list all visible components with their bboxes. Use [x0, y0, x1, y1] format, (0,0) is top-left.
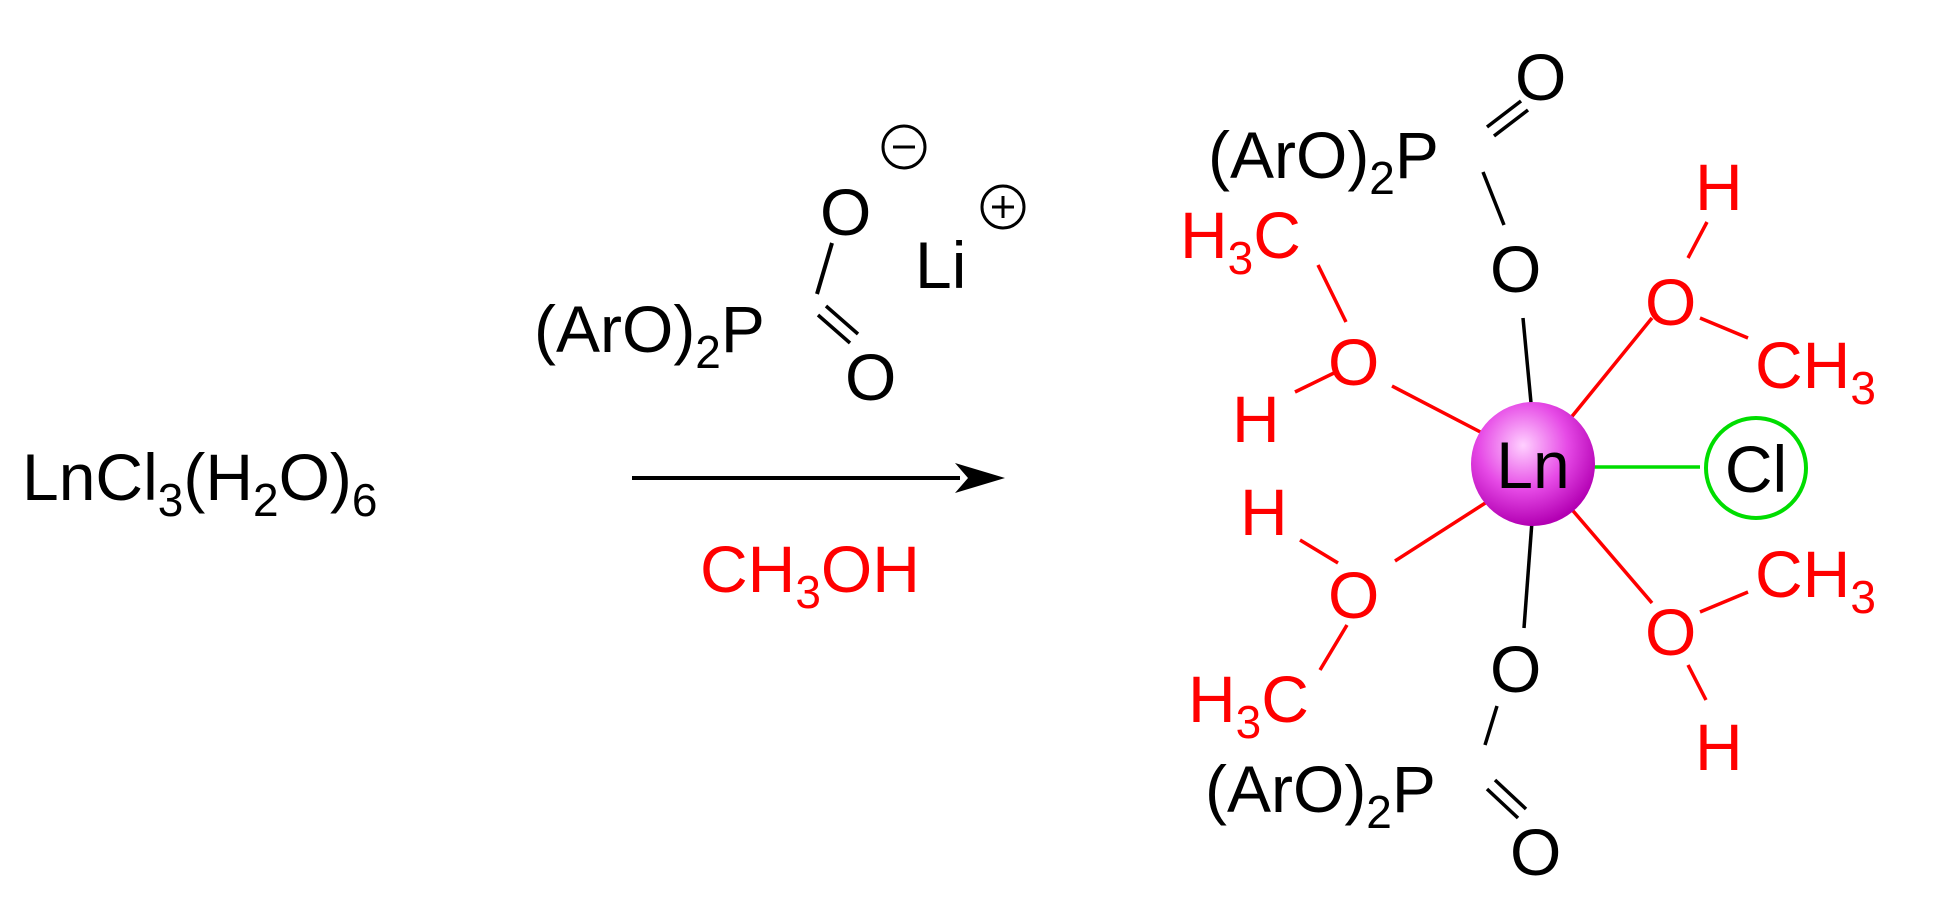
- upper-left-c-o-bond: [1316, 264, 1348, 323]
- lower-right-oxygen: O: [1645, 595, 1696, 669]
- upper-right-hydrogen: H: [1695, 150, 1743, 224]
- reaction-arrow: [632, 463, 1005, 493]
- reagent-ester-label: (ArO)2P: [534, 292, 765, 378]
- metal-center-sphere: [1471, 402, 1595, 526]
- positive-charge-icon: [980, 184, 1026, 230]
- bottom-p-o-double-bond-2: [1493, 778, 1528, 811]
- top-phosphate-label: (ArO)2P: [1208, 118, 1439, 204]
- metal-label: Ln: [1496, 428, 1569, 502]
- upper-left-o-h-bond: [1294, 371, 1335, 394]
- reactant-formula: LnCl3(H2O)6: [22, 440, 378, 526]
- lower-right-o-h-bond: [1686, 664, 1708, 701]
- top-p-o-double-bond-1: [1485, 99, 1523, 129]
- lower-left-hydrogen: H: [1240, 475, 1288, 549]
- upper-left-hydrogen: H: [1232, 382, 1280, 456]
- bond-ln-o-lower-left: [1394, 498, 1491, 563]
- lower-left-methyl: H3C: [1188, 662, 1309, 748]
- reagent-o-double: O: [845, 340, 896, 414]
- upper-right-oxygen: O: [1645, 265, 1696, 339]
- top-phosphate-o-double: O: [1515, 40, 1566, 114]
- lower-right-o-c-bond: [1699, 590, 1749, 614]
- chloride-ring: [1704, 416, 1808, 520]
- lower-left-o-c-bond: [1318, 624, 1349, 671]
- bottom-p-o-double-bond-1: [1485, 787, 1520, 820]
- bottom-phosphate-label: (ArO)2P: [1205, 752, 1436, 838]
- bond-ln-o-lower-right: [1566, 503, 1654, 605]
- bottom-phosphate-o-bridge: O: [1490, 632, 1541, 706]
- reagent-li-label: Li: [915, 228, 966, 302]
- reagent-o-anion: O: [820, 175, 871, 249]
- top-p-o-double-bond-2: [1492, 108, 1530, 138]
- upper-left-methyl: H3C: [1180, 198, 1301, 284]
- lower-right-methyl: CH3: [1755, 537, 1876, 623]
- lower-right-hydrogen: H: [1695, 710, 1743, 784]
- upper-left-oxygen: O: [1328, 325, 1379, 399]
- reagent-lithium-phosphate: (ArO)2P O O Li: [534, 124, 1026, 414]
- reagent-p-o-double-bond-2: [824, 304, 860, 336]
- top-phosphate-o-bridge: O: [1490, 232, 1541, 306]
- reagent-p-o-double-bond-1: [816, 313, 852, 345]
- top-p-o-bridge-bond: [1481, 171, 1506, 226]
- lower-left-o-h-bond: [1299, 538, 1339, 565]
- upper-right-o-c-bond: [1699, 316, 1749, 340]
- bond-ln-o-upper-left: [1391, 384, 1491, 439]
- bond-ln-o-bottom: [1522, 507, 1535, 629]
- solvent-label: CH3OH: [700, 532, 920, 618]
- chloride-label: Cl: [1725, 432, 1787, 506]
- product-complex: Ln Cl (ArO)2P O O O (ArO)2P O H3C O H H: [1180, 40, 1876, 889]
- reagent-p-o-bond: [815, 242, 834, 295]
- bottom-p-o-bridge-bond: [1483, 705, 1499, 746]
- negative-charge-icon: [881, 124, 927, 170]
- bottom-phosphate-o-double: O: [1510, 815, 1561, 889]
- upper-right-methyl: CH3: [1755, 328, 1876, 414]
- upper-right-h-o-bond: [1686, 221, 1709, 259]
- bond-ln-o-upper-right: [1563, 316, 1654, 427]
- lower-left-oxygen: O: [1328, 558, 1379, 632]
